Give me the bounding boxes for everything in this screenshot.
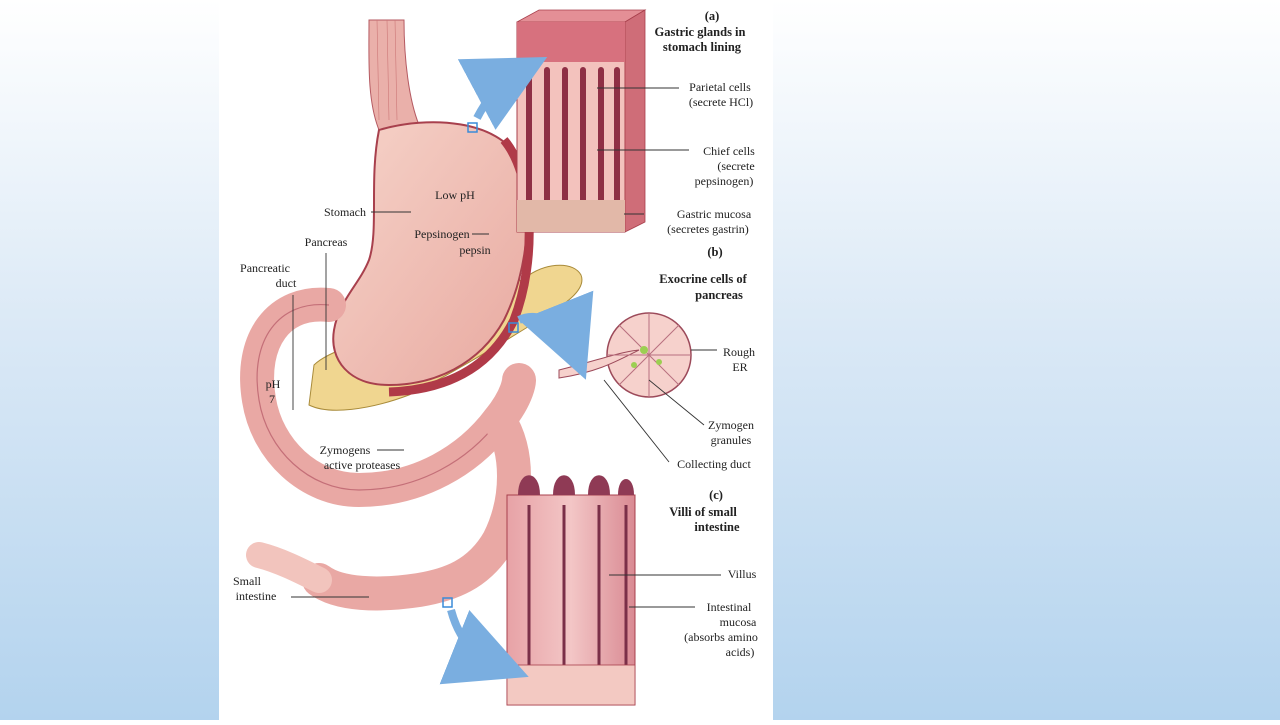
label-absorbs-amino: (absorbs amino: [684, 630, 758, 644]
heading-b: (b) Exocrine cells of pancreas: [659, 245, 747, 302]
label-duct: duct: [276, 276, 297, 290]
digestion-diagram: (a) Gastric glands in stomach lining (b)…: [233, 9, 758, 706]
heading-c-letter: (c): [709, 488, 723, 502]
label-zymogens: Zymogens: [320, 443, 371, 457]
diagram-panel: (a) Gastric glands in stomach lining (b)…: [219, 0, 773, 720]
label-pancreas: Pancreas: [305, 235, 348, 249]
label-pepsinogen: Pepsinogen: [414, 227, 469, 241]
stomach: [332, 121, 534, 397]
label-zymogen: Zymogen: [708, 418, 754, 432]
label-chief-cells: Chief cells: [703, 144, 755, 158]
marker-b: [508, 322, 519, 333]
label-active-proteases: active proteases: [324, 458, 401, 472]
heading-b-line2: pancreas: [695, 288, 743, 302]
heading-c: (c) Villi of small intestine: [669, 488, 740, 534]
label-villus: Villus: [728, 567, 757, 581]
label-parietal-cells: Parietal cells: [689, 80, 751, 94]
label-intestinal: Intestinal: [707, 600, 752, 614]
label-intestine: intestine: [236, 589, 277, 603]
label-chief-desc-2: pepsinogen): [695, 174, 754, 188]
label-stomach: Stomach: [324, 205, 366, 219]
esophagus: [368, 19, 420, 131]
label-small: Small: [233, 574, 262, 588]
heading-a-line2: stomach lining: [663, 40, 742, 54]
leader-lines: [291, 87, 721, 608]
arrow-c: [439, 608, 529, 685]
heading-c-line2: intestine: [694, 520, 740, 534]
heading-a: (a) Gastric glands in stomach lining: [655, 9, 746, 54]
heading-a-line1: Gastric glands in: [655, 25, 746, 39]
label-rough: Rough: [723, 345, 755, 359]
label-parietal-desc: (secrete HCl): [689, 95, 753, 109]
marker-c: [442, 597, 453, 608]
label-mucosa: mucosa: [720, 615, 757, 629]
pancreatic-acinus: [558, 312, 692, 398]
heading-b-letter: (b): [707, 245, 722, 259]
label-ph-7: 7: [269, 392, 275, 406]
label-pancreatic: Pancreatic: [240, 261, 290, 275]
label-collecting-duct: Collecting duct: [677, 457, 751, 471]
label-low-ph: Low pH: [435, 188, 475, 202]
label-acids: acids): [726, 645, 755, 659]
arrow-a: [457, 56, 548, 130]
label-gastric-mucosa: Gastric mucosa: [677, 207, 752, 221]
label-pepsin: pepsin: [459, 243, 490, 257]
villi-block: [506, 475, 636, 706]
heading-b-line1: Exocrine cells of: [659, 272, 747, 286]
label-chief-desc-1: (secrete: [717, 159, 754, 173]
gastric-gland-block: [516, 9, 647, 233]
duodenum: [240, 287, 536, 611]
heading-a-letter: (a): [705, 9, 720, 23]
label-ph: pH: [266, 377, 281, 391]
arrow-b: [517, 290, 594, 380]
label-gastric-mucosa-desc: (secretes gastrin): [667, 222, 749, 236]
label-granules: granules: [711, 433, 752, 447]
label-er: ER: [732, 360, 747, 374]
heading-c-line1: Villi of small: [669, 505, 737, 519]
zoom-arrows: [439, 56, 594, 685]
